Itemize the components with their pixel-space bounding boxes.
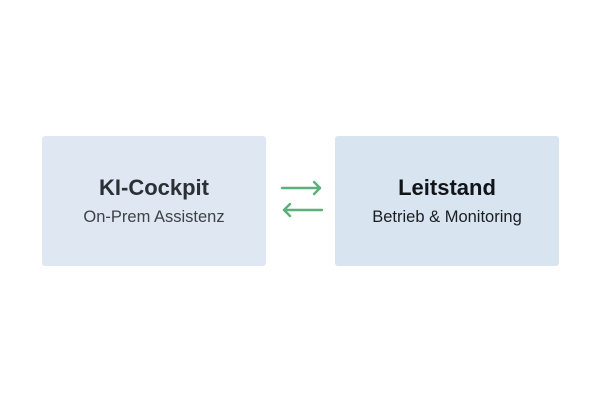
arrow-right-icon: [280, 180, 322, 196]
arrow-left-icon: [282, 202, 324, 218]
node-leitstand: Leitstand Betrieb & Monitoring: [335, 136, 559, 266]
node-leitstand-subtitle: Betrieb & Monitoring: [372, 208, 522, 226]
node-ki-cockpit: KI-Cockpit On-Prem Assistenz: [42, 136, 266, 266]
node-leitstand-title: Leitstand: [398, 175, 496, 200]
bidirectional-connector: [280, 180, 324, 218]
node-ki-cockpit-subtitle: On-Prem Assistenz: [83, 208, 225, 226]
node-ki-cockpit-title: KI-Cockpit: [99, 175, 209, 200]
